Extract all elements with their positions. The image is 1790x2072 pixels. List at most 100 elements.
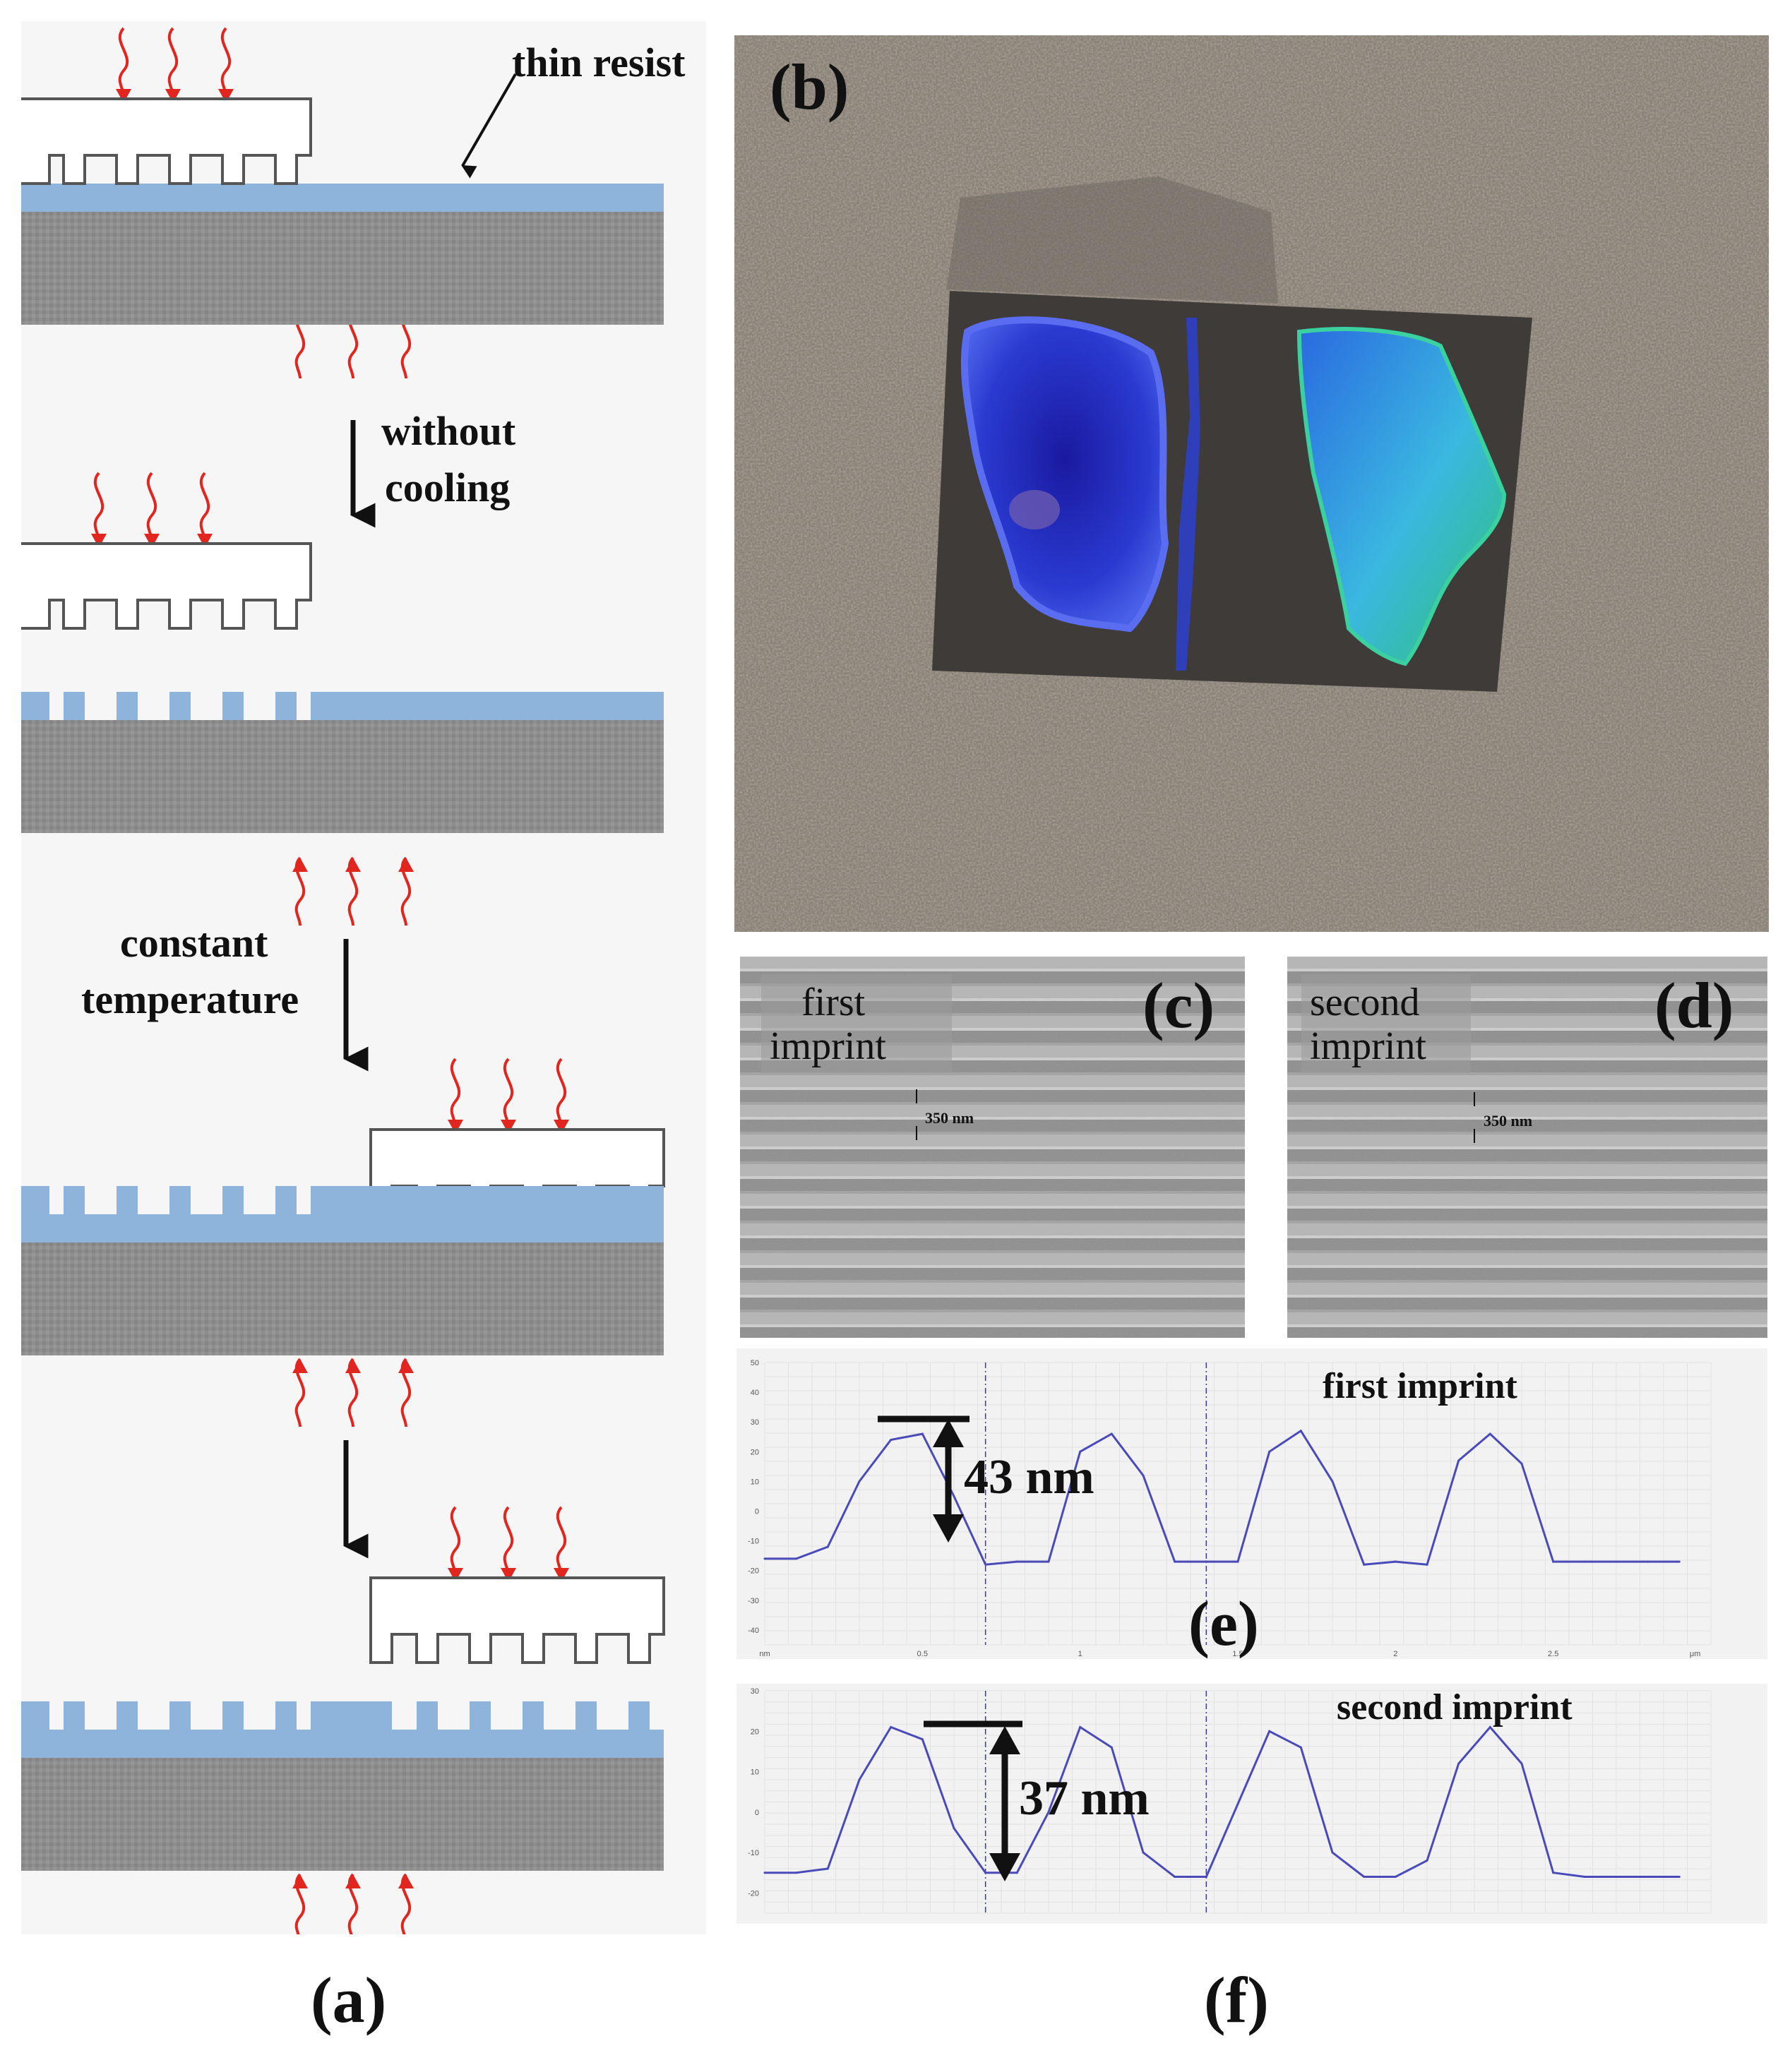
heat-arrow-head — [144, 534, 160, 548]
profile-data-point — [763, 1557, 766, 1560]
blue-streak-center — [1176, 318, 1200, 671]
plot-cursors — [984, 1691, 1207, 1913]
profile-data-point — [1488, 1432, 1491, 1435]
profile-data-point — [1299, 1746, 1302, 1749]
without-cooling-line1: without — [381, 408, 516, 454]
profile-data-point — [1394, 1560, 1397, 1563]
heat-arrow-head — [292, 1359, 308, 1373]
profile-data-point — [1079, 1726, 1082, 1728]
profile-data-point — [1552, 1872, 1555, 1874]
heat-arrow-head — [218, 89, 234, 103]
y-tick-label: 50 — [751, 1359, 759, 1367]
panel-f-label: (f) — [1204, 1964, 1269, 2036]
profile-data-point — [1236, 1802, 1239, 1805]
profile-data-point — [1647, 1560, 1649, 1563]
y-tick-label: -40 — [748, 1627, 759, 1635]
heat-arrow-head — [345, 1874, 361, 1888]
plot-data-marks — [763, 1726, 1681, 1878]
profile-data-point — [984, 1563, 987, 1566]
profile-data-point — [984, 1872, 987, 1874]
profile-data-point — [1394, 1876, 1397, 1878]
y-tick-label: -10 — [748, 1849, 759, 1857]
thin-resist-label: thin resist — [512, 40, 686, 85]
arrowhead-down — [989, 1853, 1020, 1881]
profile-data-point — [1047, 1560, 1050, 1563]
heat-arrow-wave — [450, 1058, 461, 1127]
panel-f-height-annotation: 37 nm — [1019, 1771, 1150, 1826]
profile-data-point — [890, 1726, 893, 1728]
heat-arrow-head — [292, 1874, 308, 1888]
profile-data-point — [795, 1872, 798, 1874]
heat-arrow-head — [165, 89, 181, 103]
heat-arrow-wave — [199, 472, 210, 541]
patterned-resist — [21, 1186, 664, 1242]
profile-data-point — [1110, 1746, 1113, 1749]
profile-data-point — [1426, 1563, 1428, 1566]
profile-data-point — [1363, 1876, 1366, 1878]
y-tick-label: -10 — [748, 1538, 759, 1546]
heat-arrow-wave — [146, 472, 157, 541]
profile-data-point — [1678, 1876, 1681, 1878]
y-tick-label: 30 — [751, 1687, 759, 1696]
x-tick-label: 2.5 — [1548, 1650, 1558, 1658]
substrate — [21, 720, 664, 833]
heat-arrow-wave — [220, 27, 232, 97]
profile-data-point — [1615, 1560, 1618, 1563]
height-profile-line — [765, 1429, 1680, 1566]
substrate — [21, 1242, 664, 1355]
heat-arrow-head — [197, 534, 213, 548]
x-tick-label: 2 — [1393, 1650, 1397, 1658]
profile-data-point — [795, 1557, 798, 1560]
profile-data-point — [1363, 1563, 1366, 1566]
x-tick-label: 1.5 — [1232, 1650, 1243, 1658]
panel-d-sem-image: second imprint 350 nm (d) — [1287, 957, 1767, 1338]
panel-e-title: first imprint — [1323, 1366, 1518, 1406]
profile-data-point — [1457, 1762, 1460, 1765]
profile-data-point — [1174, 1560, 1176, 1563]
panel-d-caption-line1: second — [1310, 981, 1420, 1024]
blue-region-first-imprint — [960, 316, 1169, 633]
substrate — [21, 212, 664, 325]
heat-arrow-wave — [167, 27, 179, 97]
profile-data-point — [1079, 1450, 1082, 1453]
profile-data-point — [1457, 1459, 1460, 1462]
y-tick-label: 10 — [751, 1768, 759, 1777]
heat-arrow-head — [554, 1120, 569, 1134]
heat-arrow-head — [345, 1359, 361, 1373]
heat-arrow-wave — [503, 1506, 514, 1576]
arrowhead-up — [989, 1726, 1020, 1754]
profile-data-point — [1047, 1811, 1050, 1814]
profile-data-point — [1236, 1560, 1239, 1563]
plot-grid — [764, 1362, 1712, 1646]
panel-d-caption-line2: imprint — [1310, 1024, 1426, 1068]
panel-a-label: (a) — [311, 1964, 387, 2036]
panel-c-scale-label: 350 nm — [925, 1109, 974, 1127]
profile-data-point — [1583, 1560, 1586, 1563]
panel-e-label: (e) — [1188, 1589, 1259, 1659]
profile-data-point — [1015, 1872, 1018, 1874]
heat-arrow-head — [116, 89, 131, 103]
profile-data-point — [826, 1867, 829, 1870]
plot-background — [736, 1684, 1767, 1924]
profile-data-point — [858, 1480, 861, 1483]
arrowhead-down — [933, 1514, 964, 1543]
profile-data-point — [1647, 1876, 1649, 1878]
panel-c-sem-image: first imprint 350 nm (c) — [740, 957, 1245, 1338]
profile-data-point — [1678, 1560, 1681, 1563]
heat-arrow-head — [448, 1120, 463, 1134]
profile-data-point — [1015, 1560, 1018, 1563]
panel-a-schematic: thin resist without cooling constant tem… — [21, 21, 706, 1934]
heat-arrow-head — [345, 858, 361, 872]
x-tick-label: 0.5 — [917, 1650, 928, 1658]
constant-temperature-line1: constant — [120, 920, 268, 966]
profile-data-point — [953, 1827, 955, 1830]
mold — [21, 542, 312, 630]
profile-data-point — [763, 1872, 766, 1874]
heat-arrow-head — [398, 858, 414, 872]
panel-e-height-annotation: 43 nm — [964, 1450, 1094, 1504]
profile-data-point — [1520, 1462, 1523, 1465]
y-tick-label: 0 — [755, 1508, 759, 1516]
